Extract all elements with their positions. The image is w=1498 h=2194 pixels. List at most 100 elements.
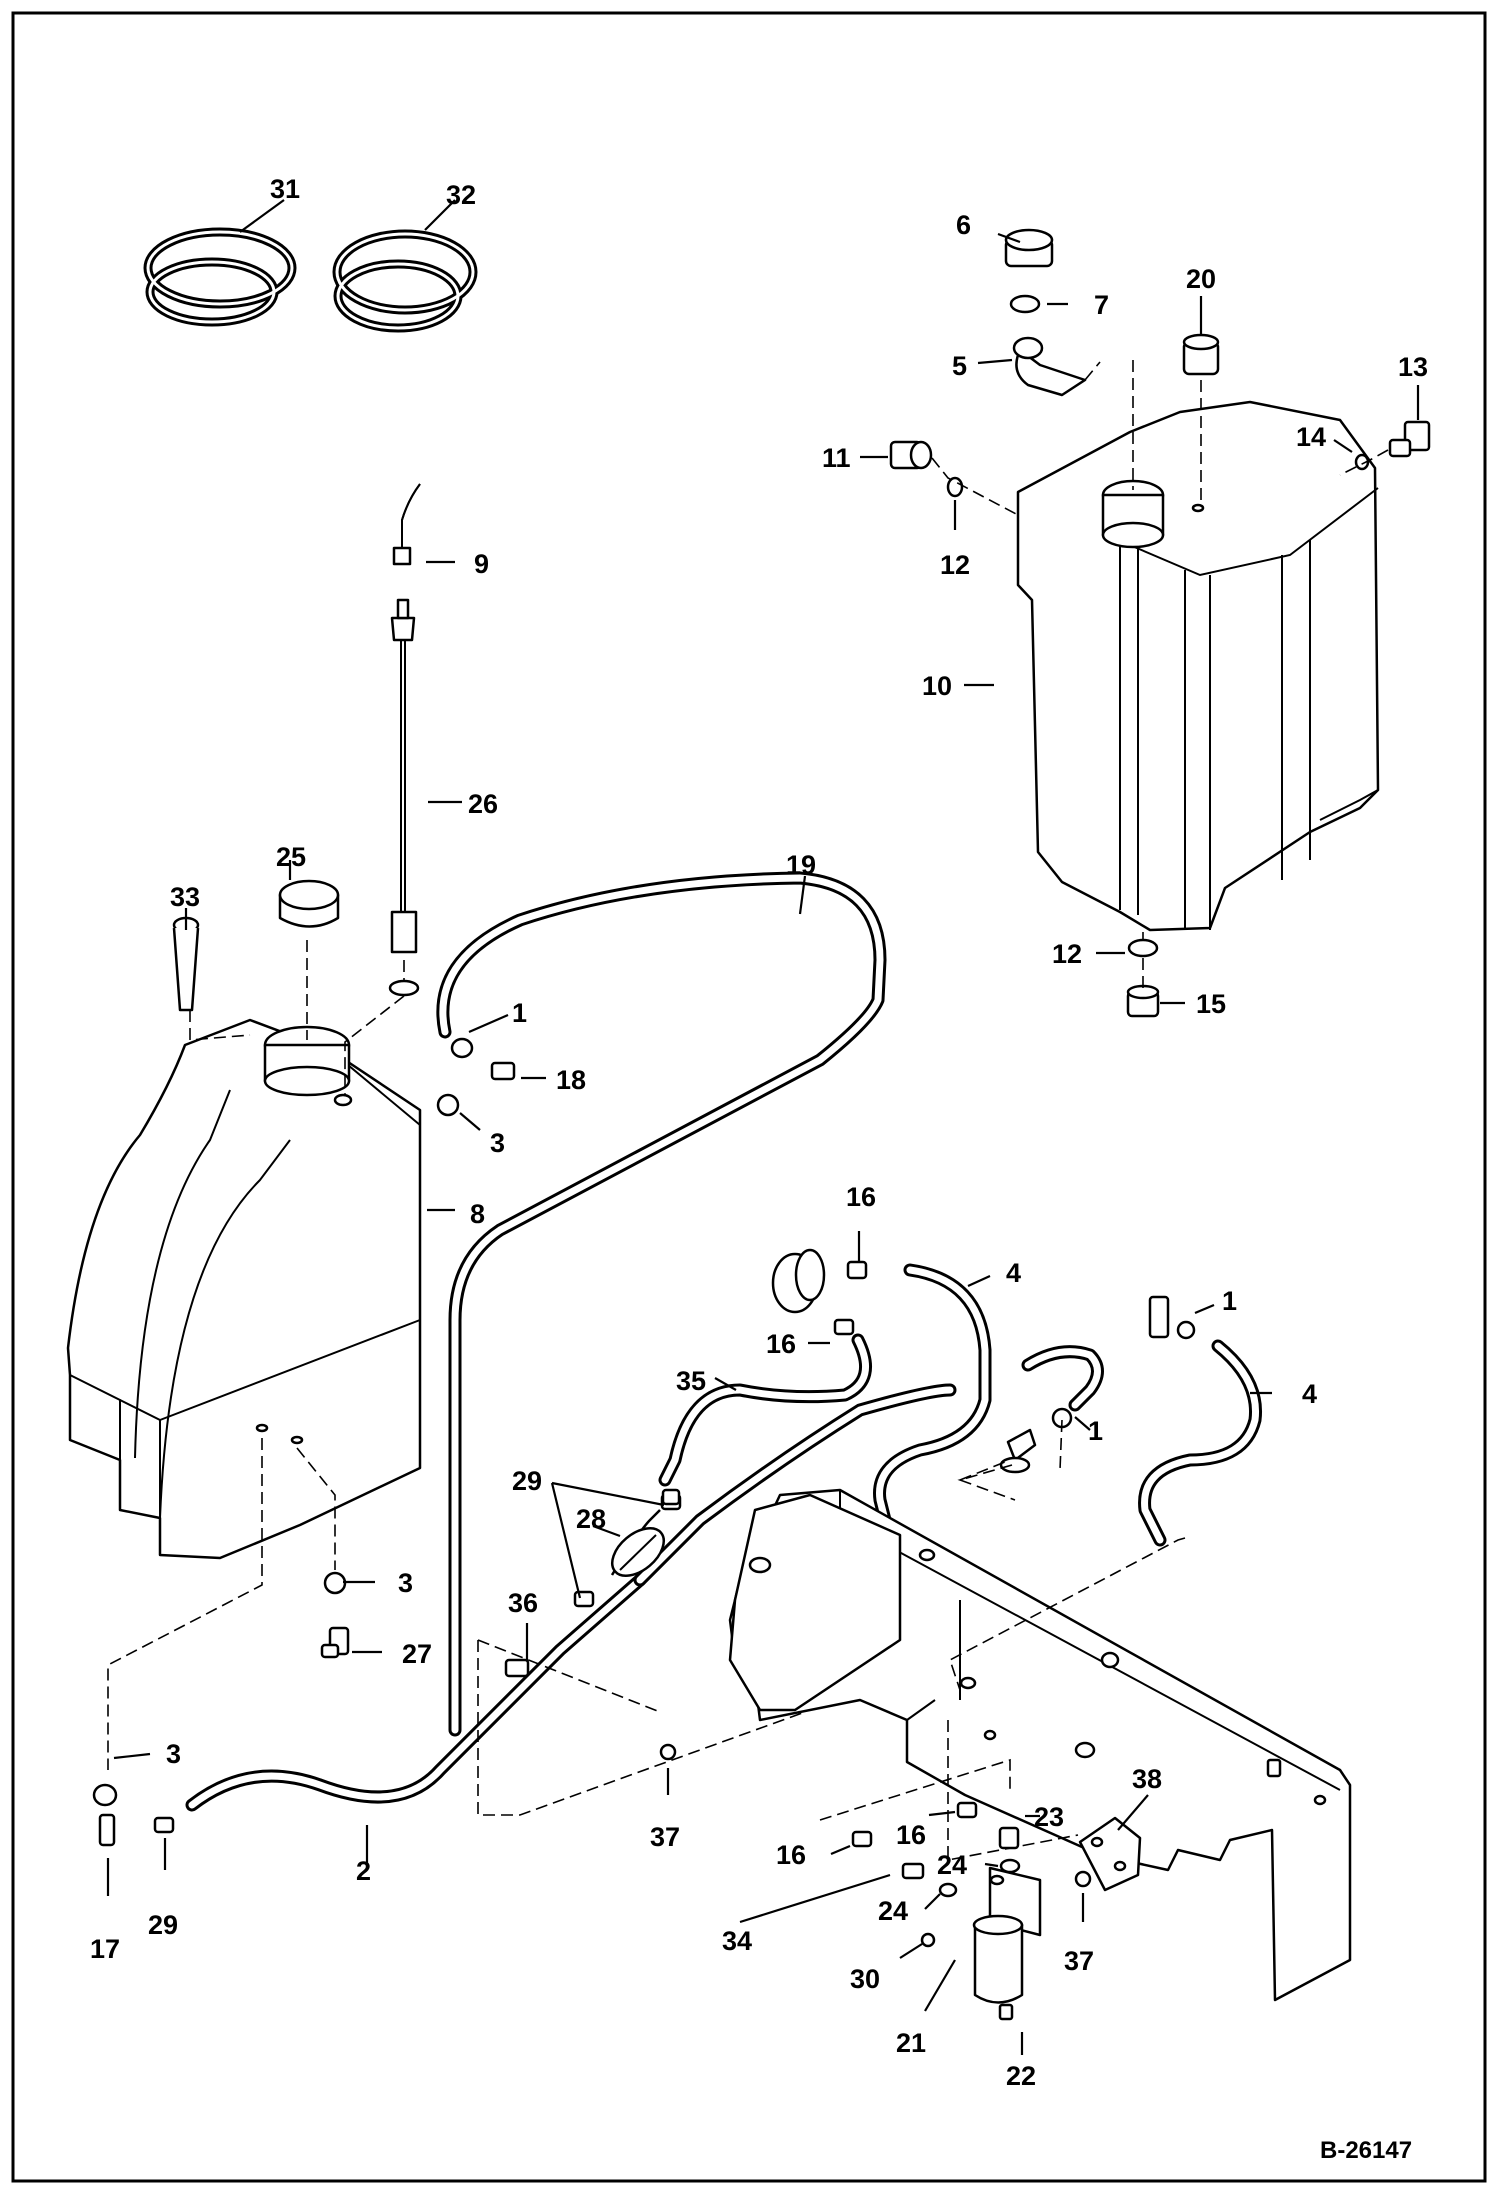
callout-8: 8 <box>470 1199 485 1229</box>
clamp-16-lower-left <box>851 1830 873 1848</box>
washer-24-lower <box>938 1882 958 1898</box>
fuel-cap-25 <box>278 879 340 928</box>
fuel-sender-26 <box>388 483 421 997</box>
callout-12-upper: 12 <box>940 550 970 580</box>
callout-29-upper: 29 <box>512 1466 542 1496</box>
elbow-23 <box>998 1826 1020 1850</box>
fill-cap-6 <box>1004 228 1054 268</box>
fitting-34 <box>901 1862 925 1880</box>
hose-clamp-29-upper <box>661 1488 681 1506</box>
connector-18 <box>490 1061 516 1081</box>
callout-28: 28 <box>576 1504 606 1534</box>
callout-21: 21 <box>896 2028 926 2058</box>
callout-labels: 31 32 6 7 5 20 13 14 11 12 10 12 15 9 26… <box>90 174 1428 2091</box>
callout-9: 9 <box>474 549 489 579</box>
hose-clamp-1-upper <box>450 1037 474 1059</box>
hose-coil-31 <box>143 227 297 327</box>
callout-24-lower: 24 <box>878 1896 908 1926</box>
callout-33: 33 <box>170 882 200 912</box>
callout-26: 26 <box>468 789 498 819</box>
callout-32: 32 <box>446 180 476 210</box>
hose-clamp-16-middle <box>833 1318 855 1336</box>
drain-valve-22 <box>998 2003 1014 2021</box>
o-ring-7 <box>1009 294 1041 314</box>
callout-18: 18 <box>556 1065 586 1095</box>
fuel-tank-8 <box>66 1018 422 1560</box>
fitting-17 <box>98 1813 116 1847</box>
callout-1-middle: 1 <box>1088 1416 1103 1446</box>
callout-31: 31 <box>270 174 300 204</box>
hose-clamp-29-lower <box>153 1816 175 1834</box>
callout-37-left: 37 <box>650 1822 680 1852</box>
callout-24-upper: 24 <box>937 1850 967 1880</box>
callout-10: 10 <box>922 671 952 701</box>
callout-20: 20 <box>1186 264 1216 294</box>
clamp-block-1-right <box>1148 1295 1196 1340</box>
bolt-30 <box>920 1932 936 1948</box>
callout-37-right: 37 <box>1064 1946 1094 1976</box>
elbow-fitting <box>999 1428 1037 1474</box>
fuel-filter-21 <box>972 1914 1024 2004</box>
callout-22: 22 <box>1006 2061 1036 2091</box>
nut-3-lower <box>92 1783 118 1807</box>
clamp-16-lower-right <box>956 1801 978 1819</box>
fuel-hose-35 <box>658 1333 872 1487</box>
fuel-return-hose-19 <box>436 871 887 1737</box>
document-number: B-26147 <box>1320 2137 1412 2164</box>
hydraulic-reservoir-tank <box>1016 400 1380 932</box>
callout-3-middle: 3 <box>398 1568 413 1598</box>
nut-3-middle <box>323 1571 347 1595</box>
drawing-frame <box>11 11 1487 2183</box>
deflector-plate <box>728 1493 902 1712</box>
fuel-supply-hose-2 <box>185 1573 647 1812</box>
callout-36: 36 <box>508 1588 538 1618</box>
callout-3-lower: 3 <box>166 1739 181 1769</box>
callout-25: 25 <box>276 842 306 872</box>
elbow-fitting-13 <box>1388 420 1431 458</box>
callout-17: 17 <box>90 1934 120 1964</box>
sender-unit <box>771 1248 826 1314</box>
callout-2: 2 <box>356 1856 371 1886</box>
fuel-hose-4-right <box>1138 1339 1263 1547</box>
o-ring-12-upper <box>946 476 964 498</box>
callout-1-upper: 1 <box>512 998 527 1028</box>
nut-3-upper <box>436 1093 460 1117</box>
grommet-33 <box>172 916 200 1012</box>
callout-16-upper: 16 <box>846 1182 876 1212</box>
callout-3-upper: 3 <box>490 1128 505 1158</box>
washer-24-upper <box>999 1858 1021 1874</box>
callout-35: 35 <box>676 1366 706 1396</box>
callout-12-lower: 12 <box>1052 939 1082 969</box>
callout-16-lower-right: 16 <box>896 1820 926 1850</box>
elbow-fitting-27 <box>320 1626 350 1659</box>
fuel-hose-1-loop <box>1021 1345 1104 1412</box>
callout-16-lower-left: 16 <box>776 1840 806 1870</box>
callout-11: 11 <box>822 443 851 473</box>
fuel-hose-4-upper <box>633 1263 992 1587</box>
o-ring-14 <box>1354 453 1370 471</box>
callout-38: 38 <box>1132 1764 1162 1794</box>
callout-23: 23 <box>1034 1802 1064 1832</box>
callout-1-right: 1 <box>1222 1286 1237 1316</box>
callout-6: 6 <box>956 210 971 240</box>
callout-30: 30 <box>850 1964 880 1994</box>
callout-15: 15 <box>1196 989 1226 1019</box>
filter-bracket-38 <box>1078 1816 1142 1892</box>
filler-neck-5 <box>1012 336 1087 397</box>
o-ring-12-lower <box>1127 938 1159 958</box>
leader-lines <box>106 199 1420 2055</box>
bolt-37-right <box>1074 1870 1092 1888</box>
callout-13: 13 <box>1398 352 1428 382</box>
callout-14: 14 <box>1296 422 1326 452</box>
callout-16-middle: 16 <box>766 1329 796 1359</box>
callout-19: 19 <box>786 850 816 880</box>
primer-bulb-28 <box>573 1493 682 1608</box>
drain-plug-15 <box>1126 984 1160 1018</box>
plug-11 <box>889 440 933 470</box>
callout-7: 7 <box>1094 290 1109 320</box>
breather-cap-20 <box>1182 333 1220 376</box>
hose-coil-32 <box>332 229 478 333</box>
callout-29-lower: 29 <box>148 1910 178 1940</box>
callout-34: 34 <box>722 1926 752 1956</box>
